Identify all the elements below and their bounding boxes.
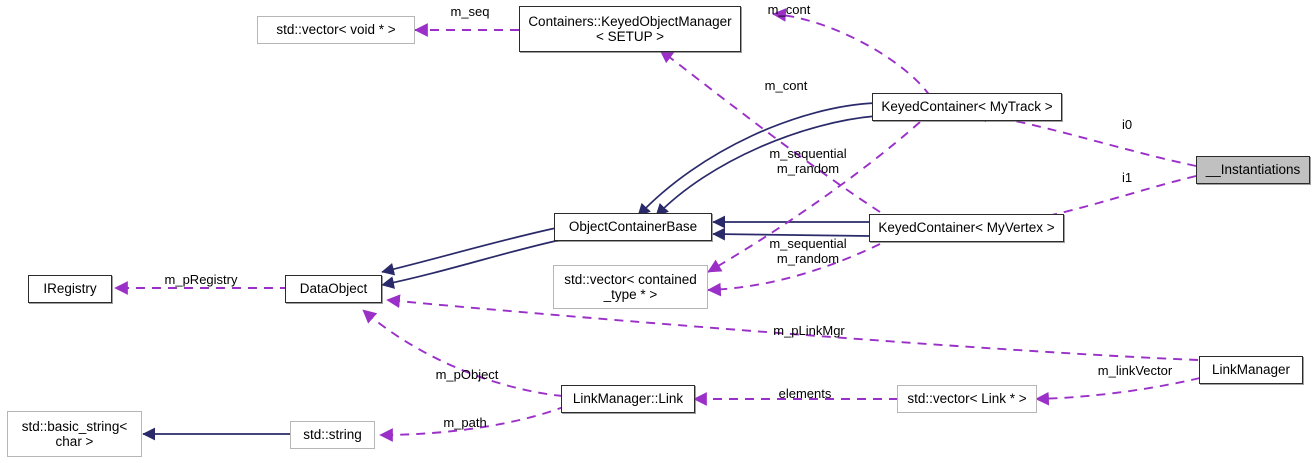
edge-label-sequential-random-upper: m_sequential m_random bbox=[769, 146, 847, 177]
node-label: std::string bbox=[303, 427, 362, 443]
edge-label-m-pregistry: m_pRegistry bbox=[164, 272, 238, 287]
node-label: std::vector< void * > bbox=[276, 22, 396, 38]
node-keyedcontainer-myvertex[interactable]: KeyedContainer< MyVertex > bbox=[869, 214, 1064, 242]
edge-keyedvertex-vectorcontained bbox=[707, 243, 881, 297]
edge-link-stdstring bbox=[379, 405, 567, 442]
inheritance-edges bbox=[142, 102, 877, 441]
node-label: LinkManager::Link bbox=[572, 391, 684, 407]
node-iregistry[interactable]: IRegistry bbox=[28, 275, 112, 303]
node-label: DataObject bbox=[299, 281, 368, 297]
node-vector-contained-type[interactable]: std::vector< contained _type * > bbox=[553, 265, 708, 309]
node-basic-string-char[interactable]: std::basic_string< char > bbox=[7, 411, 142, 457]
edge-keyedvertex-objectcontainerbase-2 bbox=[712, 227, 870, 241]
edge-keyedvertex-keyedobjectmanager bbox=[659, 49, 881, 213]
edge-linkmanager-vectorlink bbox=[1035, 377, 1201, 406]
edge-label-sequential-random-lower: m_sequential m_random bbox=[769, 236, 847, 267]
node-objectcontainerbase[interactable]: ObjectContainerBase bbox=[554, 213, 712, 241]
edge-label-elements: elements bbox=[778, 386, 832, 401]
edge-keyedtrack-vectorcontained bbox=[707, 121, 921, 273]
node-label: IRegistry bbox=[43, 281, 97, 297]
node-label: Containers::KeyedObjectManager < SETUP > bbox=[528, 13, 732, 44]
edge-label-m-cont-mid: m_cont bbox=[764, 78, 808, 93]
node-dataobject[interactable]: DataObject bbox=[285, 275, 382, 303]
node-vector-link[interactable]: std::vector< Link * > bbox=[897, 385, 1037, 413]
edge-keyedtrack-keyedobjectmanager bbox=[772, 8, 931, 97]
node-label: __Instantiations bbox=[1205, 162, 1301, 178]
edge-label-i0: i0 bbox=[1121, 117, 1133, 132]
node-label: std::basic_string< char > bbox=[21, 418, 128, 449]
edge-label-m-path: m_path bbox=[443, 415, 487, 430]
node-label: std::vector< Link * > bbox=[907, 391, 1027, 407]
node-vector-void[interactable]: std::vector< void * > bbox=[257, 16, 415, 44]
node-containers-keyedobjectmanager[interactable]: Containers::KeyedObjectManager < SETUP > bbox=[519, 6, 741, 52]
node-linkmanager-link[interactable]: LinkManager::Link bbox=[561, 385, 695, 413]
node-label: KeyedContainer< MyTrack > bbox=[881, 99, 1053, 115]
edge-label-i1: i1 bbox=[1121, 170, 1133, 185]
node-std-string[interactable]: std::string bbox=[290, 421, 375, 449]
node-linkmanager[interactable]: LinkManager bbox=[1199, 356, 1303, 384]
edge-link-dataobject bbox=[362, 309, 564, 397]
edge-label-m-plinkmgr: m_pLinkMgr bbox=[773, 323, 845, 338]
edge-objectcontainerbase-dataobject-1 bbox=[381, 227, 557, 276]
node-instantiations[interactable]: __Instantiations bbox=[1196, 156, 1310, 184]
edge-label-m-seq: m_seq bbox=[450, 4, 490, 19]
edge-label-m-cont-top: m_cont bbox=[767, 2, 811, 17]
edge-objectcontainerbase-dataobject-2 bbox=[381, 239, 561, 289]
edge-keyedtrack-objectcontainerbase-2 bbox=[655, 115, 877, 217]
node-keyedcontainer-mytrack[interactable]: KeyedContainer< MyTrack > bbox=[872, 93, 1062, 121]
edge-label-m-linkvector: m_linkVector bbox=[1097, 363, 1173, 378]
node-label: LinkManager bbox=[1211, 362, 1291, 378]
edge-label-m-pobject: m_pObject bbox=[435, 367, 499, 382]
edge-instantiations-keyedtrack bbox=[973, 108, 1197, 167]
node-label: std::vector< contained _type * > bbox=[564, 271, 697, 302]
node-label: ObjectContainerBase bbox=[568, 219, 698, 235]
edge-keyedtrack-objectcontainerbase-1 bbox=[637, 102, 877, 217]
node-label: KeyedContainer< MyVertex > bbox=[878, 220, 1055, 236]
edge-linkmanager-dataobject bbox=[386, 294, 1199, 361]
